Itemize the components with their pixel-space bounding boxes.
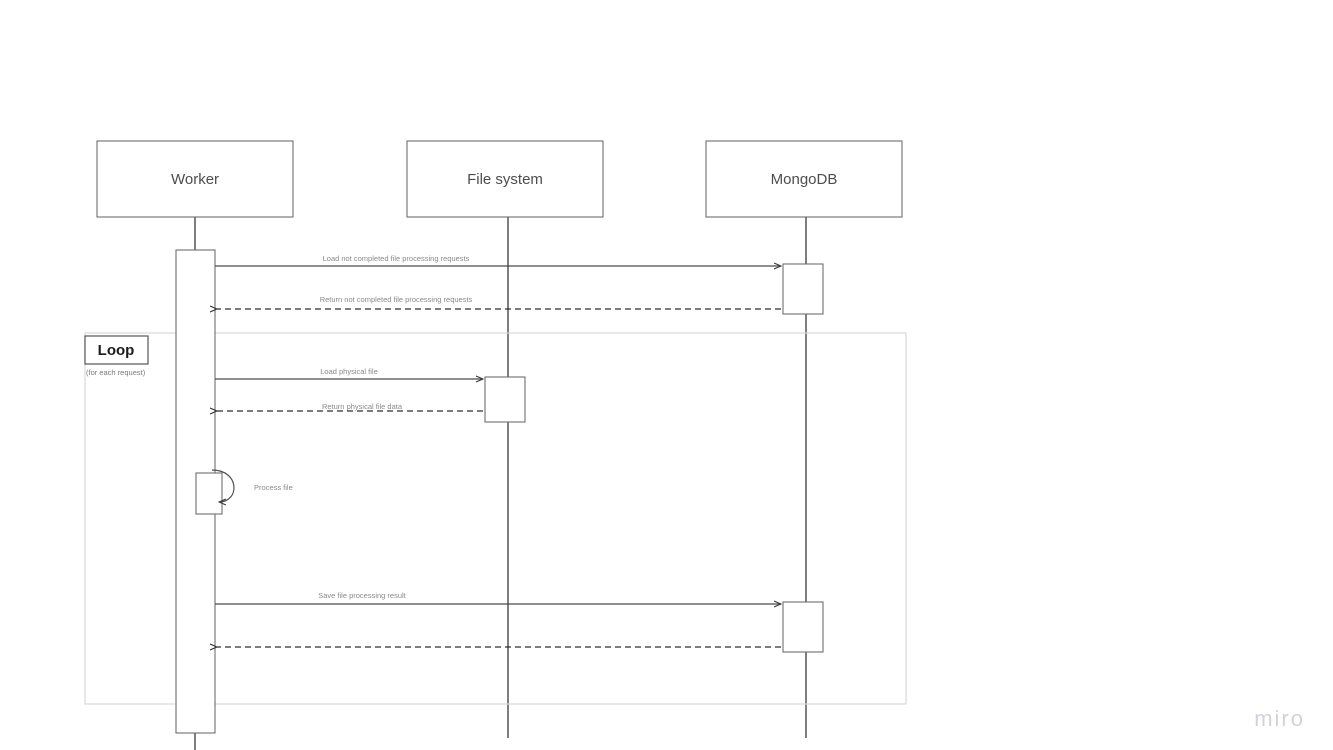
activation-mongodb-load[interactable] <box>782 263 824 315</box>
message-label-6: Save file processing result <box>318 591 406 600</box>
message-2-return-not-completed-requests[interactable]: Return not completed file processing req… <box>217 295 781 309</box>
message-6-save-file-processing-result[interactable]: Save file processing result <box>215 591 781 604</box>
message-arrow-5[interactable] <box>211 469 235 502</box>
participant-box-filesystem[interactable] <box>406 140 604 218</box>
participant-label-filesystem: File system <box>467 171 543 188</box>
message-1-load-not-completed-requests[interactable]: Load not completed file processing reque… <box>215 254 781 266</box>
message-4-return-physical-file-data[interactable]: Return physical file data <box>217 402 483 411</box>
loop-title: Loop <box>98 342 135 359</box>
participant-mongodb[interactable]: MongoDB <box>705 140 903 218</box>
participant-label-worker: Worker <box>171 171 219 188</box>
message-label-1: Load not completed file processing reque… <box>323 254 470 263</box>
activation-filesystem-load[interactable] <box>484 376 526 423</box>
loop-frame[interactable] <box>84 332 907 705</box>
participant-box-worker[interactable] <box>96 140 294 218</box>
activation-bars <box>175 249 824 734</box>
message-label-3: Load physical file <box>320 367 378 376</box>
participant-label-mongodb: MongoDB <box>771 171 838 188</box>
message-5-process-file-self-call[interactable]: Process file <box>211 469 293 502</box>
miro-watermark: miro <box>1254 706 1305 731</box>
message-3-load-physical-file[interactable]: Load physical file <box>215 367 483 379</box>
message-label-4: Return physical file data <box>322 402 403 411</box>
message-label-2: Return not completed file processing req… <box>320 295 473 304</box>
participant-worker[interactable]: Worker <box>96 140 294 218</box>
participant-filesystem[interactable]: File system <box>406 140 604 218</box>
activation-mongodb-save[interactable] <box>782 601 824 653</box>
message-label-5: Process file <box>254 483 293 492</box>
participant-box-mongodb[interactable] <box>705 140 903 218</box>
loop-subtitle: (for each request) <box>86 368 146 377</box>
loop-fragment[interactable]: Loop (for each request) <box>84 332 907 705</box>
loop-tab[interactable] <box>84 335 149 365</box>
activation-worker-self[interactable] <box>195 472 223 515</box>
